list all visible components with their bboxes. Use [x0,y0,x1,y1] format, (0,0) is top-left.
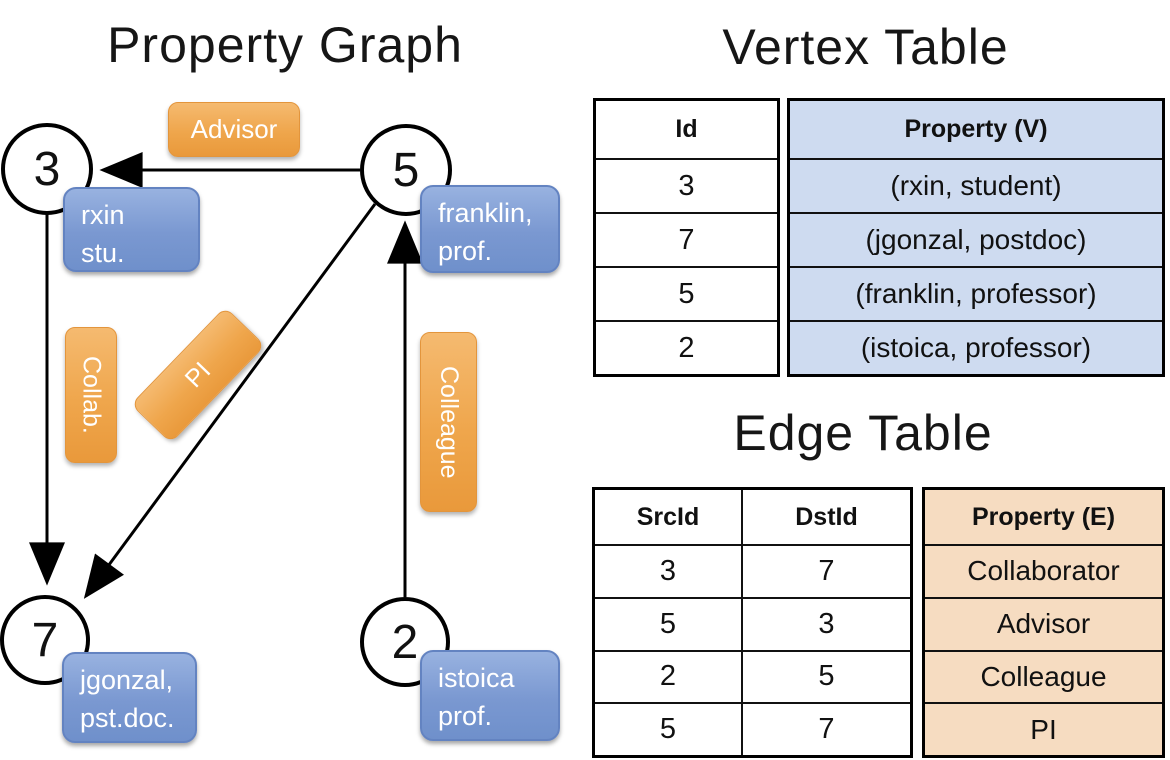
edge-table-title: Edge Table [733,405,993,461]
edge-table-src-cell: 2 [595,649,741,703]
vertex-3-line2: stu. [81,238,125,268]
edge-table-header-property: Property (E) [971,502,1116,531]
vertex-property-box-3: rxin stu. [63,187,200,272]
edge-table-dst-cell: 7 [741,702,910,755]
vertex-table-header-property: Property (V) [904,115,1048,143]
edge-label-colleague: Colleague [420,332,477,512]
graph-node-5: 5 [360,124,452,216]
vertex-7-line1: jgonzal, [80,665,174,695]
vertex-property-box-7: jgonzal, pst.doc. [62,652,197,743]
edge-label-advisor: Advisor [168,102,300,157]
edge-label-advisor-text: Advisor [190,114,278,144]
edge-label-collab: Collab. [65,327,117,463]
edge-label-collab-text: Collab. [77,356,106,434]
edge-table-header-src: SrcId [636,502,700,531]
vertex-5-line2: prof. [438,236,493,266]
vertex-table-header-id: Id [675,115,698,143]
vertex-table-id-column: Id 3 7 5 2 [593,98,780,377]
vertex-table-property-cell: (istoica, professor) [790,320,1162,374]
edge-table-dst-cell: 7 [741,544,910,597]
edge-table-property-column: Property (E) Collaborator Advisor Collea… [922,487,1165,758]
vertex-table-title: Vertex Table [722,19,1009,75]
vertex-table-id-cell: 7 [596,212,777,266]
vertex-property-box-5: franklin, prof. [420,185,560,273]
vertex-table-id-cell: 3 [596,158,777,212]
vertex-2-line1: istoica [438,663,515,693]
node-3-id: 3 [33,142,61,196]
edge-label-pi: PI [130,306,266,444]
vertex-5-line1: franklin, [438,198,533,228]
edge-table-property-cell: Collaborator [925,544,1162,597]
vertex-table-property-column: Property (V) (rxin, student) (jgonzal, p… [787,98,1165,377]
edge-table-src-cell: 3 [595,544,741,597]
edge-table-property-cell: Advisor [925,596,1162,650]
vertex-2-line2: prof. [438,701,493,731]
vertex-table-id-cell: 5 [596,266,777,320]
vertex-table-property-cell: (rxin, student) [790,158,1162,212]
edge-table-header-dst: DstId [741,490,910,544]
vertex-7-line2: pst.doc. [80,703,175,733]
property-graph-title: Property Graph [107,17,463,73]
vertex-table-id-cell: 2 [596,320,777,374]
edge-table-dst-cell: 3 [741,596,910,650]
vertex-table-property-cell: (jgonzal, postdoc) [790,212,1162,266]
edge-table-src-cell: 5 [595,596,741,650]
node-5-id: 5 [392,143,420,197]
edge-table-src-cell: 5 [595,702,741,755]
vertex-property-box-2: istoica prof. [420,650,560,741]
edge-table-id-columns: SrcId DstId 3 7 5 3 2 5 5 7 [592,487,913,758]
graph-node-3: 3 [1,123,93,215]
vertex-table-property-cell: (franklin, professor) [790,266,1162,320]
edge-table-property-cell: Colleague [925,649,1162,703]
edge-label-colleague-text: Colleague [435,365,463,479]
edge-table-property-cell: PI [925,702,1162,755]
node-7-id: 7 [31,613,59,667]
edge-table-dst-cell: 5 [741,649,910,703]
edge-label-pi-text: PI [179,356,216,393]
vertex-3-line1: rxin [81,200,125,230]
node-2-id: 2 [391,615,419,669]
